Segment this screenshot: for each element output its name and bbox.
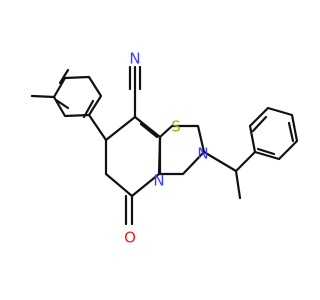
ring-nitrogen-upper-label: N bbox=[197, 145, 208, 163]
tolyl-to-core-bond bbox=[87, 113, 108, 142]
right-ring bbox=[158, 124, 206, 176]
methyl-bond bbox=[30, 94, 56, 99]
nitrile-nitrogen-label: N bbox=[129, 50, 140, 68]
carbonyl-oxygen-label: O bbox=[124, 229, 136, 247]
tolyl-ring bbox=[52, 75, 103, 118]
molecule-diagram: N S N N O bbox=[30, 49, 299, 247]
phenyl-double-bond-2 bbox=[287, 121, 295, 143]
core-ring-double-bond bbox=[139, 122, 159, 139]
tolyl-ring-double-bond-2 bbox=[82, 99, 95, 119]
core-ring-left bbox=[104, 115, 162, 198]
ring-nitrogen-lower-label: N bbox=[153, 172, 164, 190]
tolyl-ring-double-bond-3 bbox=[54, 98, 70, 110]
phenyl-double-bond-1 bbox=[251, 115, 268, 133]
phenyl-ring bbox=[248, 106, 299, 161]
ring-sulfur-label: S bbox=[171, 118, 181, 136]
tolyl-ring-double-bond-1 bbox=[58, 68, 70, 85]
phenyl-double-bond-3 bbox=[256, 147, 276, 156]
molecule-structure-svg: N S N N O bbox=[30, 49, 299, 247]
bond-network bbox=[30, 65, 299, 226]
side-chain bbox=[202, 150, 257, 200]
